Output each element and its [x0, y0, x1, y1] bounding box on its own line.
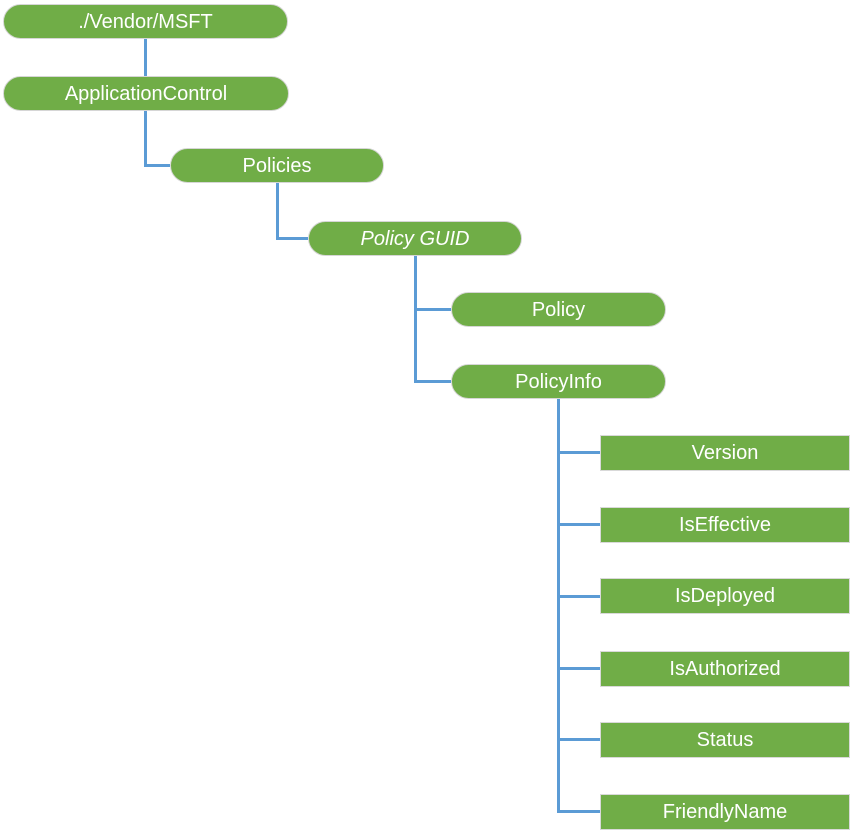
- node-vendor-msft: ./Vendor/MSFT: [3, 4, 288, 39]
- node-application-control: ApplicationControl: [3, 76, 289, 111]
- node-policy-guid: Policy GUID: [308, 221, 522, 256]
- connector-appcontrol-to-policies-v: [144, 111, 147, 167]
- connector-appcontrol-to-policies-h: [144, 164, 170, 167]
- connector-policyinfo-to-friendlyname: [557, 810, 600, 813]
- node-is-deployed: IsDeployed: [600, 578, 850, 614]
- node-policy-info: PolicyInfo: [451, 364, 666, 399]
- node-policy: Policy: [451, 292, 666, 327]
- connector-policyinfo-to-version: [557, 451, 600, 454]
- connector-policyinfo-trunk: [557, 399, 560, 813]
- node-status: Status: [600, 722, 850, 758]
- connector-policies-to-policyguid-v: [276, 183, 279, 240]
- connector-policyinfo-to-iseffective: [557, 523, 600, 526]
- node-policies: Policies: [170, 148, 384, 183]
- connector-policyguid-to-policyinfo: [414, 380, 451, 383]
- connector-policyinfo-to-isdeployed: [557, 595, 600, 598]
- node-is-authorized: IsAuthorized: [600, 651, 850, 687]
- connector-policyguid-trunk: [414, 256, 417, 383]
- connector-policyinfo-to-status: [557, 738, 600, 741]
- connector-policyguid-to-policy: [414, 308, 451, 311]
- node-version: Version: [600, 435, 850, 471]
- node-is-effective: IsEffective: [600, 507, 850, 543]
- connector-policies-to-policyguid-h: [276, 237, 308, 240]
- connector-policyinfo-to-isauthorized: [557, 667, 600, 670]
- node-friendly-name: FriendlyName: [600, 794, 850, 830]
- connector-vendor-to-appcontrol: [144, 39, 147, 76]
